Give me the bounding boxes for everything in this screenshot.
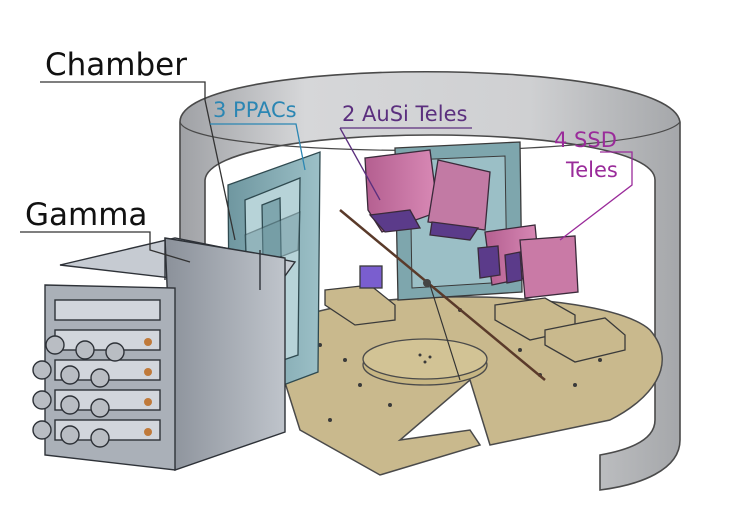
gamma-detector-array bbox=[32, 237, 297, 471]
support-blocks bbox=[324, 265, 626, 363]
leader-lines bbox=[20, 81, 633, 263]
gamma-leader bbox=[20, 231, 191, 263]
chamber-label: Chamber bbox=[45, 47, 187, 83]
ssd-teles-label-line2: Teles bbox=[566, 158, 618, 182]
ssd-telescopes bbox=[477, 224, 579, 299]
ssd-teles-label-line1: 4 SSD bbox=[554, 128, 617, 152]
ppacs-label: 3 PPACs bbox=[213, 98, 297, 122]
ssd-leader bbox=[559, 151, 633, 241]
beam-line bbox=[339, 209, 546, 381]
small-block bbox=[359, 265, 383, 289]
ppacs-leader bbox=[210, 123, 306, 171]
ausi-telescopes bbox=[364, 149, 491, 241]
chamber-leader bbox=[40, 81, 236, 241]
gamma-label: Gamma bbox=[25, 197, 148, 233]
ausi-teles-label: 2 AuSi Teles bbox=[342, 102, 468, 126]
